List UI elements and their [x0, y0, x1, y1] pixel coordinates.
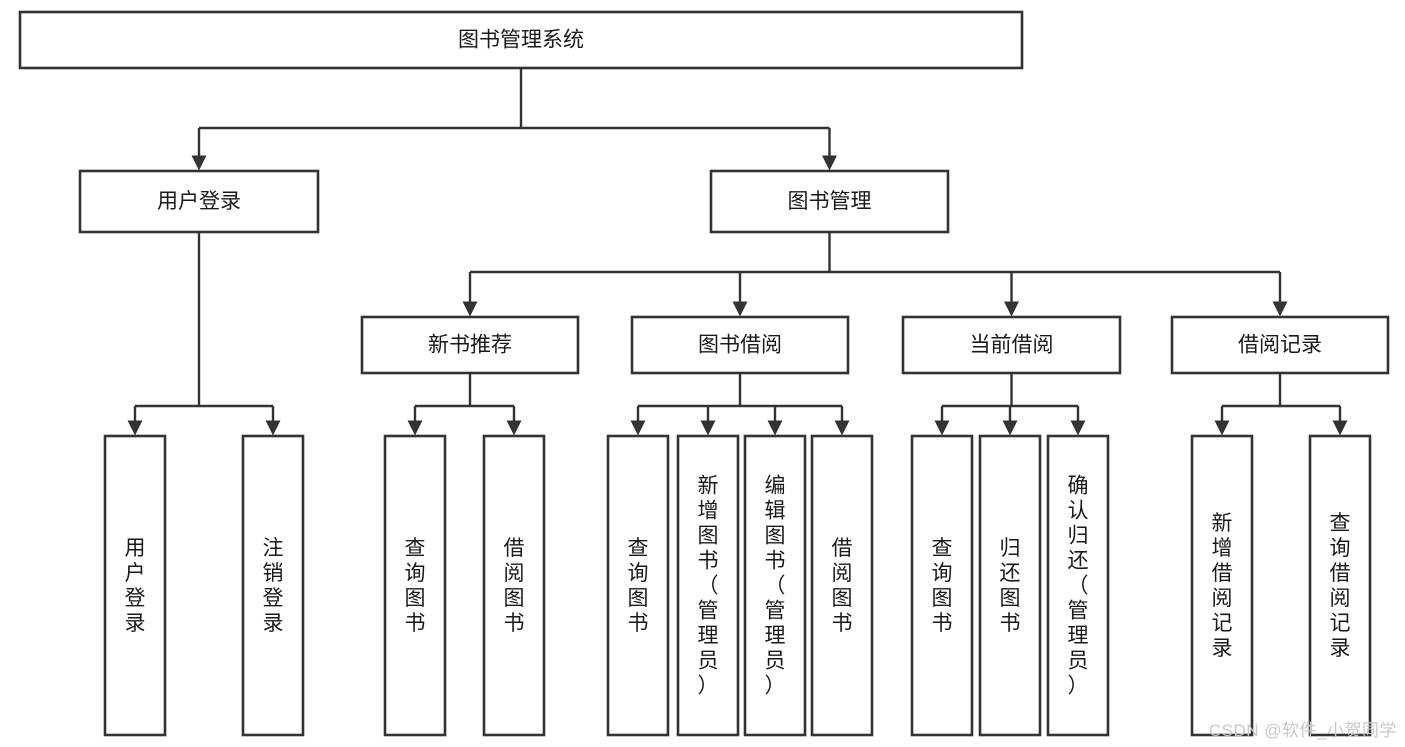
csdn-watermark: CSDN @软件_小贺同学 [1208, 721, 1397, 740]
node-box-leaf-query-book-borrow[interactable] [606, 434, 670, 737]
node-label-leaf-borrow-book-rec: 借阅图书 [504, 537, 525, 635]
node-label-current-borrow: 当前借阅 [970, 334, 1054, 357]
node-layer: 图书管理系统用户登录图书管理新书推荐图书借阅当前借阅借阅记录用户登录注销登录查询… [18, 10, 1390, 737]
node-label-leaf-query-book-current: 查询图书 [932, 537, 953, 635]
node-label-new-book-recommend: 新书推荐 [428, 334, 512, 357]
node-user-login[interactable]: 用户登录 [78, 169, 320, 234]
node-label-leaf-query-record: 查询借阅记录 [1330, 512, 1351, 660]
node-label-leaf-query-book-rec: 查询图书 [405, 537, 426, 635]
arrow-head-icon [127, 420, 143, 436]
node-label-leaf-add-record: 新增借阅记录 [1212, 512, 1233, 660]
arrow-head-icon [630, 420, 646, 436]
node-box-leaf-confirm-return[interactable] [1046, 434, 1110, 737]
node-label-leaf-edit-book: 编辑图书（管理员） [765, 475, 786, 698]
node-box-leaf-edit-book[interactable] [743, 434, 807, 737]
node-label-borrow-record: 借阅记录 [1238, 334, 1322, 357]
node-box-leaf-borrow-book[interactable] [810, 434, 874, 737]
node-book-manage[interactable]: 图书管理 [709, 169, 950, 234]
node-box-leaf-user-login[interactable] [103, 434, 167, 737]
node-label-leaf-borrow-book: 借阅图书 [832, 537, 853, 635]
node-box-leaf-borrow-book-rec[interactable] [482, 434, 546, 737]
node-leaf-add-book[interactable]: 新增图书（管理员） [676, 434, 740, 737]
arrow-head-icon [1002, 420, 1018, 436]
node-box-leaf-query-record[interactable] [1308, 434, 1372, 737]
node-box-new-book-recommend[interactable] [360, 315, 580, 375]
node-label-leaf-user-logout: 注销登录 [263, 537, 284, 635]
node-label-leaf-return-book: 归还图书 [1000, 537, 1021, 635]
node-box-borrow-record[interactable] [1170, 315, 1390, 375]
node-leaf-confirm-return[interactable]: 确认归还（管理员） [1046, 434, 1110, 737]
node-leaf-add-record[interactable]: 新增借阅记录 [1190, 434, 1254, 737]
node-box-leaf-return-book[interactable] [978, 434, 1042, 737]
node-box-book-borrow[interactable] [630, 315, 850, 375]
arrow-head-icon [1332, 420, 1348, 436]
connector-layer [127, 68, 1348, 436]
arrow-head-icon [506, 420, 522, 436]
node-borrow-record[interactable]: 借阅记录 [1170, 315, 1390, 375]
arrow-head-icon [1004, 301, 1019, 317]
node-label-book-manage: 图书管理 [788, 190, 872, 213]
node-label-leaf-query-book-borrow: 查询图书 [628, 537, 649, 635]
node-new-book-recommend[interactable]: 新书推荐 [360, 315, 580, 375]
arrow-head-icon [934, 420, 950, 436]
node-label-leaf-user-login: 用户登录 [125, 537, 146, 635]
node-box-book-manage[interactable] [709, 169, 950, 234]
node-leaf-query-book-borrow[interactable]: 查询图书 [606, 434, 670, 737]
arrow-head-icon [407, 420, 423, 436]
node-leaf-borrow-book[interactable]: 借阅图书 [810, 434, 874, 737]
node-current-borrow[interactable]: 当前借阅 [901, 315, 1122, 375]
node-root[interactable]: 图书管理系统 [18, 10, 1024, 70]
arrow-head-icon [1070, 420, 1086, 436]
node-box-leaf-user-logout[interactable] [241, 434, 305, 737]
node-box-user-login[interactable] [78, 169, 320, 234]
node-box-leaf-query-book-rec[interactable] [383, 434, 447, 737]
node-box-leaf-query-book-current[interactable] [910, 434, 974, 737]
node-box-root[interactable] [18, 10, 1024, 70]
node-leaf-borrow-book-rec[interactable]: 借阅图书 [482, 434, 546, 737]
arrow-head-icon [732, 301, 748, 317]
arrow-head-icon [1272, 301, 1288, 317]
node-box-leaf-add-book[interactable] [676, 434, 740, 737]
node-leaf-return-book[interactable]: 归还图书 [978, 434, 1042, 737]
node-label-user-login: 用户登录 [157, 190, 241, 213]
arrow-head-icon [462, 301, 478, 317]
arrow-head-icon [1214, 420, 1230, 436]
node-leaf-user-logout[interactable]: 注销登录 [241, 434, 305, 737]
arrow-head-icon [822, 155, 837, 171]
arrow-head-icon [834, 420, 850, 436]
arrow-head-icon [265, 420, 281, 436]
node-leaf-query-record[interactable]: 查询借阅记录 [1308, 434, 1372, 737]
node-leaf-edit-book[interactable]: 编辑图书（管理员） [743, 434, 807, 737]
arrow-head-icon [767, 420, 783, 436]
node-box-current-borrow[interactable] [901, 315, 1122, 375]
arrow-head-icon [700, 420, 716, 436]
node-box-leaf-add-record[interactable] [1190, 434, 1254, 737]
node-label-book-borrow: 图书借阅 [698, 334, 782, 357]
node-label-root: 图书管理系统 [458, 29, 584, 52]
arrow-head-icon [191, 155, 207, 171]
node-leaf-user-login[interactable]: 用户登录 [103, 434, 167, 737]
node-label-leaf-confirm-return: 确认归还（管理员） [1068, 475, 1089, 698]
node-label-leaf-add-book: 新增图书（管理员） [698, 475, 719, 698]
node-book-borrow[interactable]: 图书借阅 [630, 315, 850, 375]
node-leaf-query-book-current[interactable]: 查询图书 [910, 434, 974, 737]
node-leaf-query-book-rec[interactable]: 查询图书 [383, 434, 447, 737]
